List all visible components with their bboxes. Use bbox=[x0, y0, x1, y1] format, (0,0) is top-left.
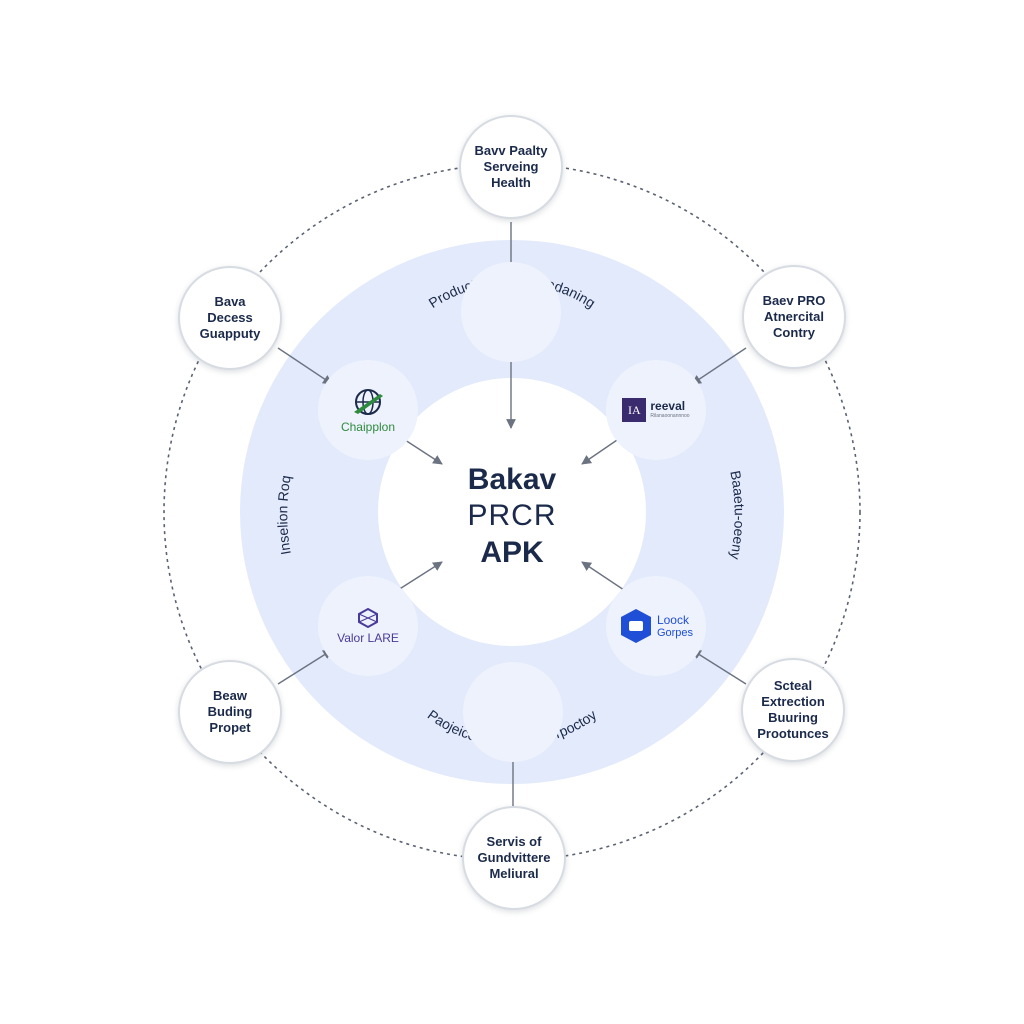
outer-node-top-right-label: Baev PRO Atnercital Contry bbox=[762, 293, 826, 340]
outer-node-bottom-right: Scteal Extrection Buuring Prootunces bbox=[741, 658, 845, 762]
inner-node-bottom-left-label: Valor LARE bbox=[337, 630, 399, 645]
cube-logo-icon bbox=[358, 607, 378, 628]
reeval-label: reeval bbox=[650, 399, 686, 413]
outer-node-bottom-left-label: Beaw Buding Propet bbox=[207, 688, 253, 735]
inner-node-top-left: Chaipplon bbox=[318, 360, 418, 460]
arrow-top-right-inner bbox=[581, 437, 621, 465]
outer-node-bottom-label: Servis of Gundvittere Meliural bbox=[477, 834, 551, 881]
outer-node-top-label: Bavv Paalty Serveing Health bbox=[474, 143, 548, 190]
arrow-bottom-right-inner bbox=[581, 561, 625, 591]
arrow-bottom-left-inner bbox=[397, 561, 443, 591]
inner-node-bottom-right: Loock Gorpes bbox=[606, 576, 706, 676]
arrow-top-left-inner bbox=[401, 437, 443, 465]
loock-label: Loock bbox=[656, 612, 689, 627]
loock-text: Loock Gorpes bbox=[657, 613, 693, 640]
reeval-sublabel: Rilanaoonannnoo bbox=[650, 413, 690, 419]
outer-node-bottom-right-label: Scteal Extrection Buuring Prootunces bbox=[757, 678, 829, 741]
inner-node-bottom bbox=[463, 662, 563, 762]
inner-node-top-left-label: Chaipplon bbox=[340, 420, 396, 434]
ring-label-left-text: Inselion Roq bbox=[274, 474, 294, 556]
center-title-line2: PRCR bbox=[467, 499, 557, 532]
center-title-line1: Bakav bbox=[467, 463, 557, 496]
arrow-top-left-outer bbox=[277, 347, 333, 385]
ring-label-right-text: Baaetu-oeeny bbox=[727, 469, 747, 561]
globe-pen-icon bbox=[354, 389, 383, 415]
loock-sublabel: Gorpes bbox=[656, 626, 694, 639]
inner-node-bottom-left: Valor LARE bbox=[318, 576, 418, 676]
arrow-top-right-outer bbox=[691, 347, 747, 385]
arrow-bottom-left-outer bbox=[277, 649, 333, 685]
loock-logo: Loock Gorpes bbox=[619, 608, 693, 644]
inner-node-top bbox=[461, 262, 561, 362]
outer-node-top-left: Bava Decess Guapputy bbox=[178, 266, 282, 370]
ring-label-right: Baaetu-oeeny bbox=[727, 469, 747, 561]
center-title-line3: APK bbox=[480, 536, 544, 569]
outer-node-bottom-left: Beaw Buding Propet bbox=[178, 660, 282, 764]
center-title: Bakav PRCR APK bbox=[412, 462, 612, 572]
inner-node-top-right: IA reeval Rilanaoonannnoo bbox=[606, 360, 706, 460]
reeval-logo: IA reeval Rilanaoonannnoo bbox=[622, 398, 690, 422]
outer-node-top: Bavv Paalty Serveing Health bbox=[459, 115, 563, 219]
outer-node-top-left-label: Bava Decess Guapputy bbox=[199, 294, 261, 341]
arrow-bottom-right-outer bbox=[691, 649, 747, 685]
outer-node-top-right: Baev PRO Atnercital Contry bbox=[742, 265, 846, 369]
shield-logo-icon bbox=[620, 609, 651, 643]
center-circle bbox=[378, 378, 646, 646]
square-logo-icon: IA bbox=[622, 398, 647, 422]
ring-label-left: Inselion Roq bbox=[274, 474, 294, 556]
outer-node-bottom: Servis of Gundvittere Meliural bbox=[462, 806, 566, 910]
reeval-text: reeval Rilanaoonannnoo bbox=[650, 400, 689, 420]
